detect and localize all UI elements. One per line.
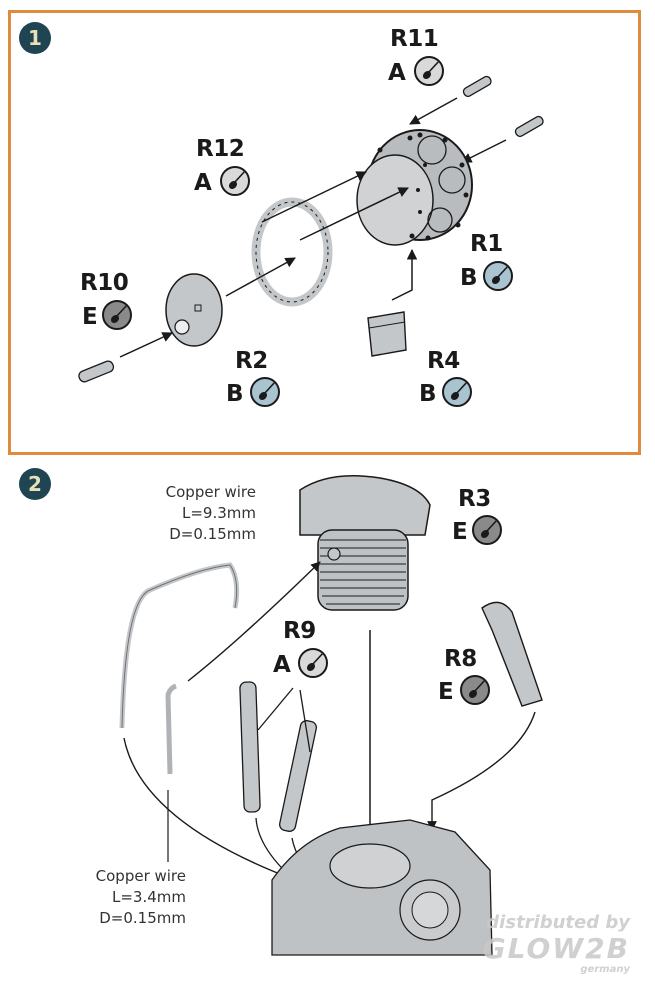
engine-base-part — [271, 819, 493, 956]
paint-code-r2: B — [226, 381, 244, 407]
paint-swatch-r11 — [414, 56, 444, 86]
arrow-wire-to-cylinder — [187, 561, 321, 682]
paint-swatch-r10 — [102, 300, 132, 330]
part-label-r2: R2 — [235, 348, 268, 374]
paint-brush-icon — [306, 651, 325, 672]
cylinder-part — [299, 474, 431, 611]
arrow-shaft-to-cover — [119, 332, 173, 358]
paint-swatch-r1 — [483, 261, 513, 291]
watermark-logo: GLOW2B — [482, 932, 630, 965]
paint-code-r1: B — [460, 265, 478, 291]
paint-swatch-r9 — [298, 648, 328, 678]
paint-swatch-r3 — [472, 515, 502, 545]
paint-swatch-r12 — [220, 166, 250, 196]
paint-code-r12: A — [194, 170, 212, 196]
part-label-r12: R12 — [196, 136, 245, 162]
note-length: L=9.3mm — [181, 504, 256, 522]
watermark-germany: germany — [580, 964, 630, 975]
note-title: Copper wire — [95, 867, 186, 885]
paint-code-r11: A — [388, 60, 406, 86]
paint-brush-icon — [258, 380, 277, 401]
shaft-part — [78, 360, 115, 383]
arrow-ring-to-case-2 — [299, 187, 409, 241]
paint-code-r4: B — [419, 381, 437, 407]
paint-swatch-r2 — [250, 377, 280, 407]
copper-wire-note-long: Copper wire L=9.3mm D=0.15mm — [120, 482, 256, 545]
watermark-distributed-by: distributed by — [486, 912, 630, 933]
arrow-exhaust-down — [427, 711, 536, 831]
paint-brush-icon — [468, 678, 487, 699]
note-diameter: D=0.15mm — [169, 525, 256, 543]
arrow-ring-to-case — [261, 171, 367, 223]
leader-r9-right — [299, 689, 311, 753]
pushrod-right — [278, 720, 318, 832]
block-part — [367, 311, 407, 357]
copper-wire-long — [119, 562, 240, 729]
pushrod-left — [239, 681, 261, 813]
arrow-long-wire-down — [123, 737, 291, 880]
ring-part — [251, 197, 333, 307]
pin-part-lower — [514, 115, 544, 138]
part-label-r10: R10 — [80, 270, 129, 296]
part-label-r9: R9 — [283, 618, 316, 644]
step-1-badge: 1 — [19, 22, 51, 54]
pin-part-upper — [462, 75, 492, 98]
leader-r9-left — [257, 687, 294, 731]
paint-code-r9: A — [273, 652, 291, 678]
part-label-r3: R3 — [458, 486, 491, 512]
step-2-badge: 2 — [19, 468, 51, 500]
part-label-r8: R8 — [444, 646, 477, 672]
paint-brush-icon — [491, 264, 510, 285]
copper-wire-note-short: Copper wire L=3.4mm D=0.15mm — [60, 866, 186, 929]
arrow-block-to-case — [391, 248, 418, 301]
crankcase-part — [356, 129, 473, 246]
arrow-pin-upper — [409, 97, 458, 125]
note-length: L=3.4mm — [111, 888, 186, 906]
note-title: Copper wire — [165, 483, 256, 501]
part-label-r1: R1 — [470, 231, 503, 257]
paint-brush-icon — [110, 303, 129, 324]
note-diameter: D=0.15mm — [99, 909, 186, 927]
part-label-r4: R4 — [427, 348, 460, 374]
paint-code-r10: E — [82, 304, 98, 330]
paint-code-r3: E — [452, 519, 468, 545]
exhaust-pipe-part — [481, 601, 543, 707]
paint-brush-icon — [480, 518, 499, 539]
arrow-pin-lower — [461, 139, 507, 163]
paint-swatch-r4 — [442, 377, 472, 407]
paint-brush-icon — [228, 169, 247, 190]
arrow-cover-to-ring — [225, 257, 296, 297]
part-label-r11: R11 — [390, 26, 439, 52]
paint-brush-icon — [450, 380, 469, 401]
copper-wire-short — [165, 683, 177, 775]
paint-swatch-r8 — [460, 675, 490, 705]
front-cover-part — [165, 273, 223, 347]
paint-code-r8: E — [438, 679, 454, 705]
paint-brush-icon — [422, 59, 441, 80]
